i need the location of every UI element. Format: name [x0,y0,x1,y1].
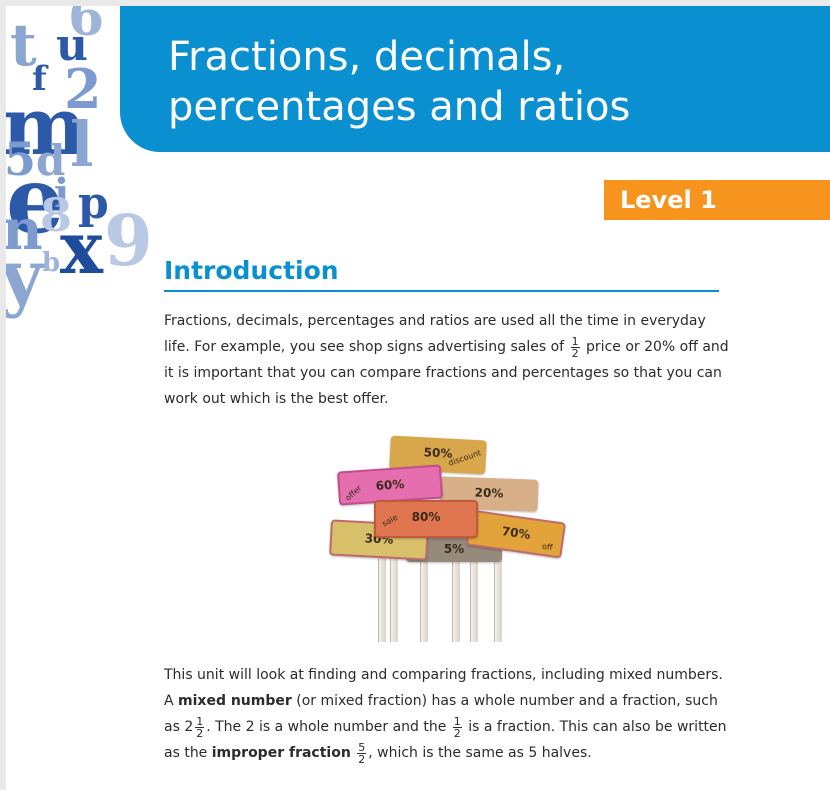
sign-word-sale: sale [380,512,400,529]
chapter-title: Fractions, decimals, percentages and rat… [168,32,808,132]
level-badge: Level 1 [604,180,830,220]
deco-letter: n [6,197,43,263]
deco-letter: 2 [64,57,102,121]
sign-value: 70% [500,524,532,542]
deco-letter: 8 [40,188,73,242]
fraction-denominator: 2 [196,726,204,740]
sign-value: 80% [411,510,441,524]
fraction-denominator: 2 [358,752,366,766]
chapter-title-line1: Fractions, decimals, [168,34,566,80]
chapter-header-band: Fractions, decimals, percentages and rat… [120,6,830,152]
sign-80-percent: 80% sale [374,500,478,538]
sign-word-off: off [541,541,554,553]
deco-letter: x [60,205,103,290]
unit-text-4: is a fraction. This can also be written … [164,719,727,761]
fraction-numerator: 1 [570,334,580,348]
fraction-numerator: 1 [195,714,205,728]
decorative-letters: 6 t u f 2 m l 5 d e i p 8 n x 9 y b [6,6,156,326]
section-heading-introduction: Introduction [164,254,719,292]
fraction-numerator: 1 [452,714,462,728]
chapter-title-line2: percentages and ratios [168,84,631,130]
deco-letter: b [42,248,61,278]
deco-letter: 5 [6,132,37,186]
unit-paragraph: This unit will look at finding and compa… [164,662,734,766]
intro-text-b: price or 20% off and it is important tha… [164,339,729,407]
deco-letter: t [10,11,37,79]
term-mixed-number: mixed number [178,693,292,709]
term-improper-fraction: improper fraction [211,745,351,761]
sign-value: 60% [375,477,405,493]
unit-text-2: (or mixed fraction) has a whole number a… [164,693,718,735]
deco-letter: m [6,79,87,173]
textbook-page: 6 t u f 2 m l 5 d e i p 8 n x 9 y b Frac… [6,6,830,790]
deco-letter: 6 [68,6,105,48]
fraction-denominator: 2 [571,346,579,360]
intro-paragraph: Fractions, decimals, percentages and rat… [164,308,734,412]
sign-stick [494,526,502,642]
unit-text-3: . The 2 is a whole number and the [206,719,451,735]
sign-stick [390,526,398,642]
deco-letter: p [78,178,109,229]
deco-letter: e [6,146,65,254]
sign-stick [470,526,478,642]
deco-letter: 9 [104,199,153,282]
unit-text-1: This unit will look at finding and compa… [164,667,723,709]
sign-stick [420,526,428,642]
unit-text-5: , which is the same as 5 halves. [368,745,592,761]
deco-letter: y [6,234,43,320]
deco-letter: u [56,20,88,71]
intro-text-a: Fractions, decimals, percentages and rat… [164,313,706,355]
deco-letter: d [36,136,66,185]
deco-letter: f [32,59,47,99]
sign-stick [378,526,386,642]
sign-word-offer: offer [343,483,364,503]
sign-stick [452,526,460,642]
sign-value: 20% [474,485,504,501]
fraction-numerator: 5 [357,740,367,754]
deco-letter: i [54,170,70,217]
sale-signs-illustration: 50% discount 20% 5% 30% 70% off 60% offe… [316,426,567,642]
deco-letter: l [70,108,94,181]
fraction-denominator: 2 [453,726,461,740]
sign-value: 5% [443,542,465,556]
